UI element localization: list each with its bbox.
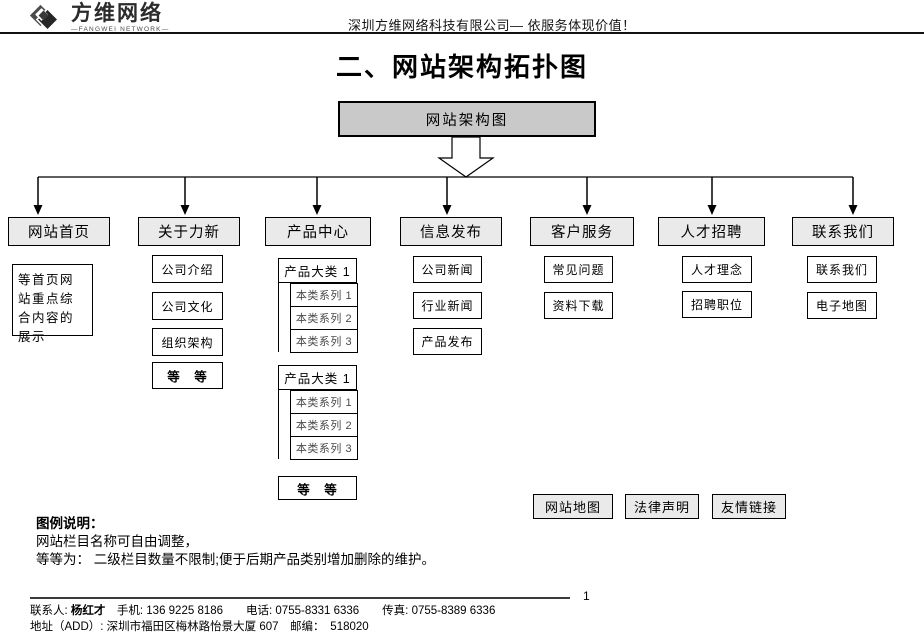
diamond-logo-icon <box>29 4 60 32</box>
legend-line-2: 等等为： 二级栏目数量不限制;便于后期产品类别增加删除的维护。 <box>36 552 436 567</box>
logo-name: 方维网络 <box>71 2 163 25</box>
category-box-contact: 联系我们 <box>792 217 894 246</box>
contact-name: 杨红才 <box>70 605 106 617</box>
legend-heading: 图例说明： <box>36 516 104 531</box>
category-box-about: 关于力新 <box>138 217 240 246</box>
page-title: 二、网站架构拓扑图 <box>335 52 588 82</box>
header-slogan: 深圳方维网络科技有限公司— 依服务体现价值！ <box>348 18 636 33</box>
logo-subtitle: —FANGWEI NETWORK— <box>71 26 170 33</box>
util-box-friend-links: 友情链接 <box>712 494 786 519</box>
sub-box-company-news: 公司新闻 <box>413 256 482 283</box>
legend-block: 图例说明： 网站栏目名称可自由调整， 等等为： 二级栏目数量不限制;便于后期产品… <box>36 515 435 569</box>
company-logo: 方维网络 —FANGWEI NETWORK— <box>26 3 169 34</box>
sub-box-products-etc: 等 等 <box>278 476 357 500</box>
sub-box-downloads: 资料下载 <box>544 292 613 319</box>
product-series-box: 本类系列 3 <box>290 436 358 460</box>
contact-label: 联系人: <box>30 605 71 617</box>
category-box-jobs: 人才招聘 <box>658 217 765 246</box>
legend-line-1: 网站栏目名称可自由调整， <box>36 534 198 549</box>
sub-box-company-intro: 公司介绍 <box>152 255 223 283</box>
sub-box-industry-news: 行业新闻 <box>413 292 482 319</box>
footer-address-line: 地址（ADD）: 深圳市福田区梅林路怡景大厦 607 邮编： 518020 <box>30 621 369 633</box>
logo-texts: 方维网络 —FANGWEI NETWORK— <box>71 2 170 34</box>
footer-divider <box>30 597 570 599</box>
sub-box-job-positions: 招聘职位 <box>682 291 752 318</box>
category-box-home: 网站首页 <box>8 217 110 246</box>
category-box-service: 客户服务 <box>530 217 634 246</box>
sub-box-talent-concept: 人才理念 <box>682 256 752 283</box>
category-box-news: 信息发布 <box>400 217 502 246</box>
sub-box-e-map: 电子地图 <box>807 292 877 319</box>
product-series-box: 本类系列 2 <box>290 306 358 330</box>
footer-contact-line: 联系人: 杨红才 手机: 136 9225 8186 电话: 0755-8331… <box>30 602 495 618</box>
home-note-box: 等首页网站重点综合内容的展示 <box>12 264 93 344</box>
header-divider <box>0 32 924 34</box>
util-box-sitemap: 网站地图 <box>533 494 613 519</box>
util-box-legal: 法律声明 <box>625 494 699 519</box>
product-series-box: 本类系列 1 <box>290 390 358 414</box>
sub-box-org-structure: 组织架构 <box>152 328 223 356</box>
product-group-1-box: 产品大类 1 <box>278 258 357 283</box>
column-arrows <box>33 177 858 215</box>
root-node-box: 网站架构图 <box>338 101 596 137</box>
sub-box-product-release: 产品发布 <box>413 328 482 355</box>
product-series-box: 本类系列 1 <box>290 283 358 307</box>
product-series-box: 本类系列 3 <box>290 329 358 353</box>
product-group-2-box: 产品大类 1 <box>278 365 357 390</box>
contact-details: 手机: 136 9225 8186 电话: 0755-8331 6336 传真:… <box>105 605 496 617</box>
sub-box-faq: 常见问题 <box>544 256 613 283</box>
page-number: 1 <box>583 589 590 603</box>
product-series-box: 本类系列 2 <box>290 413 358 437</box>
sub-box-contact-us: 联系我们 <box>807 256 877 283</box>
category-box-products: 产品中心 <box>265 217 371 246</box>
sub-box-company-culture: 公司文化 <box>152 292 223 320</box>
root-down-arrow <box>437 136 495 178</box>
sub-box-about-etc: 等 等 <box>152 362 223 389</box>
